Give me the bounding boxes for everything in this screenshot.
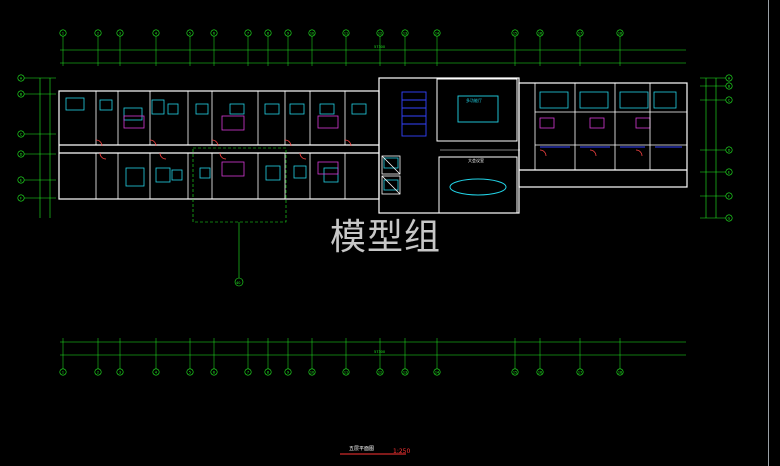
left-axis-chain: [39, 78, 51, 218]
svg-text:15: 15: [513, 31, 517, 35]
svg-text:9: 9: [287, 370, 289, 374]
building-outline: [58, 77, 688, 214]
svg-text:7: 7: [247, 370, 249, 374]
svg-text:3: 3: [119, 31, 121, 35]
top-total-dimension: 57300: [374, 45, 385, 49]
sheet-title: 五层平面图: [349, 446, 375, 452]
conference-table: [449, 178, 507, 196]
svg-text:15: 15: [513, 370, 517, 374]
section-marker: [234, 277, 244, 287]
svg-text:16: 16: [538, 370, 542, 374]
doors: [95, 139, 643, 160]
upper-room-label: 多功能厅: [466, 97, 482, 103]
svg-text:13: 13: [403, 370, 407, 374]
stair-core: [401, 91, 427, 137]
svg-text:2: 2: [97, 370, 99, 374]
svg-text:10: 10: [310, 370, 314, 374]
svg-text:F: F: [20, 196, 22, 200]
beds: [123, 115, 651, 177]
svg-text:A: A: [728, 76, 731, 80]
svg-text:18: 18: [618, 31, 622, 35]
bottom-dimension-chain: [60, 341, 686, 356]
svg-text:C: C: [728, 98, 731, 102]
svg-text:17: 17: [578, 370, 582, 374]
svg-text:14: 14: [435, 31, 439, 35]
svg-text:14: 14: [435, 370, 439, 374]
balcony-dashed-outline: [192, 147, 287, 223]
svg-text:2: 2: [97, 31, 99, 35]
svg-text:12: 12: [378, 31, 382, 35]
svg-text:4: 4: [155, 31, 157, 35]
svg-text:7: 7: [247, 31, 249, 35]
section-marker-label: 40: [236, 281, 240, 285]
svg-text:12: 12: [378, 370, 382, 374]
lower-room-label: 大会议室: [468, 157, 484, 163]
sheet-border-line: [768, 0, 769, 466]
right-axis-chain: [705, 78, 717, 218]
svg-text:5: 5: [189, 31, 191, 35]
svg-text:16: 16: [538, 31, 542, 35]
svg-text:6: 6: [213, 370, 215, 374]
svg-text:F: F: [728, 194, 730, 198]
sheet-scale: 1:250: [393, 448, 411, 455]
svg-text:A: A: [20, 76, 23, 80]
svg-text:6: 6: [213, 31, 215, 35]
svg-text:8: 8: [267, 370, 269, 374]
top-dimension-chain: [60, 49, 686, 64]
svg-text:10: 10: [310, 31, 314, 35]
right-axis-bubbles: AB C D E F G: [700, 74, 733, 222]
svg-text:3: 3: [119, 370, 121, 374]
svg-text:9: 9: [287, 31, 289, 35]
svg-text:E: E: [20, 178, 22, 182]
svg-text:18: 18: [618, 370, 622, 374]
svg-text:5: 5: [189, 370, 191, 374]
svg-text:11: 11: [344, 31, 348, 35]
left-axis-bubbles: A B C D E F: [17, 74, 56, 202]
svg-text:11: 11: [344, 370, 348, 374]
svg-text:D: D: [20, 152, 23, 156]
right-wing-partitions: [534, 83, 687, 170]
lower-meeting-room: [438, 156, 518, 214]
svg-text:B: B: [728, 84, 731, 88]
elevator-shafts: [381, 155, 401, 195]
meeting-table-upper: [457, 95, 499, 123]
bottom-total-dimension: 57300: [374, 350, 385, 354]
svg-text:13: 13: [403, 31, 407, 35]
left-wing-partitions: [95, 91, 346, 199]
svg-text:8: 8: [267, 31, 269, 35]
svg-text:B: B: [20, 92, 23, 96]
svg-text:D: D: [728, 148, 731, 152]
svg-text:17: 17: [578, 31, 582, 35]
svg-text:C: C: [20, 132, 23, 136]
svg-text:1: 1: [62, 370, 64, 374]
watermark-text: 模型组: [330, 217, 442, 258]
upper-meeting-room: [436, 78, 518, 142]
svg-text:G: G: [728, 216, 731, 220]
svg-text:1: 1: [62, 31, 64, 35]
svg-text:E: E: [728, 170, 730, 174]
furniture-cyan: [65, 91, 677, 191]
svg-text:4: 4: [155, 370, 157, 374]
